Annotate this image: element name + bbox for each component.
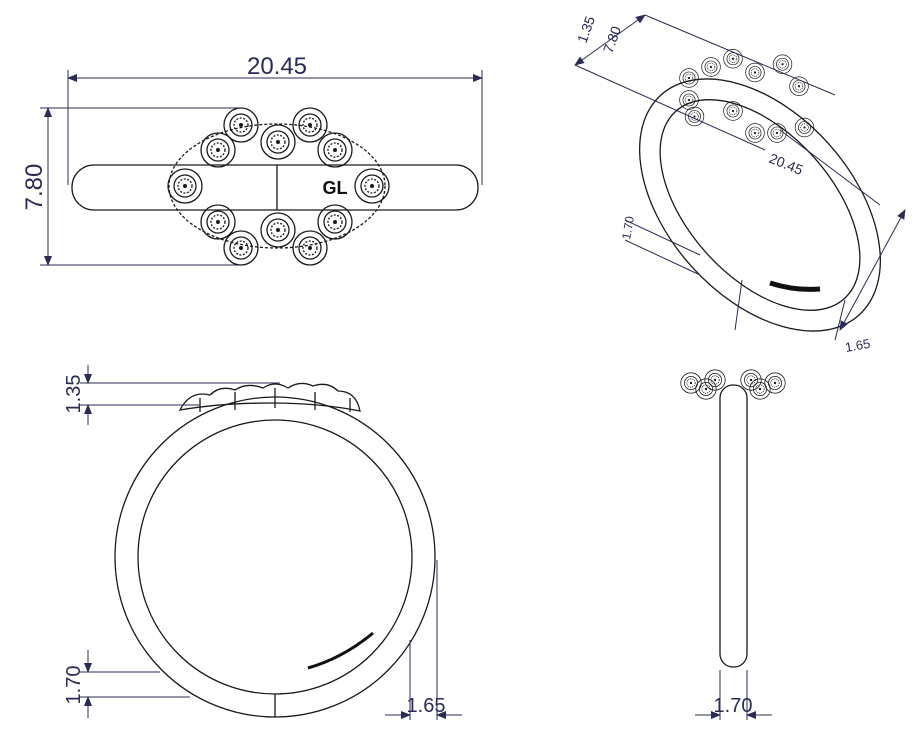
iso-engraving: [769, 280, 821, 292]
side-band-width-label: 1.70: [714, 695, 753, 717]
band-top: [71, 164, 479, 211]
iso-view: 1.35 7.80 20.45 1.70 1.65: [574, 14, 906, 355]
iso-label-20-45: 20.45: [767, 150, 806, 178]
iso-label-7-80: 7.80: [600, 24, 624, 55]
iso-label-1-70: 1.70: [619, 215, 637, 241]
front-view: 1.35 1.70 1.65: [63, 365, 462, 720]
band-side: [719, 384, 748, 668]
iso-label-1-65: 1.65: [844, 336, 872, 355]
engraving-logo: GL: [323, 178, 348, 198]
band-inner: [137, 419, 413, 695]
width-label: 20.45: [247, 53, 307, 80]
top-thickness-label: 1.35: [63, 375, 85, 414]
side-view: 1.70: [680, 369, 786, 720]
bottom-thickness-label: 1.70: [63, 666, 85, 705]
band-width-label: 1.65: [407, 695, 446, 717]
band-outer: [114, 396, 436, 718]
iso-label-1-35: 1.35: [574, 14, 598, 45]
height-label: 7.80: [21, 164, 48, 211]
top-view: 20.45 7.80 GL: [21, 53, 483, 266]
